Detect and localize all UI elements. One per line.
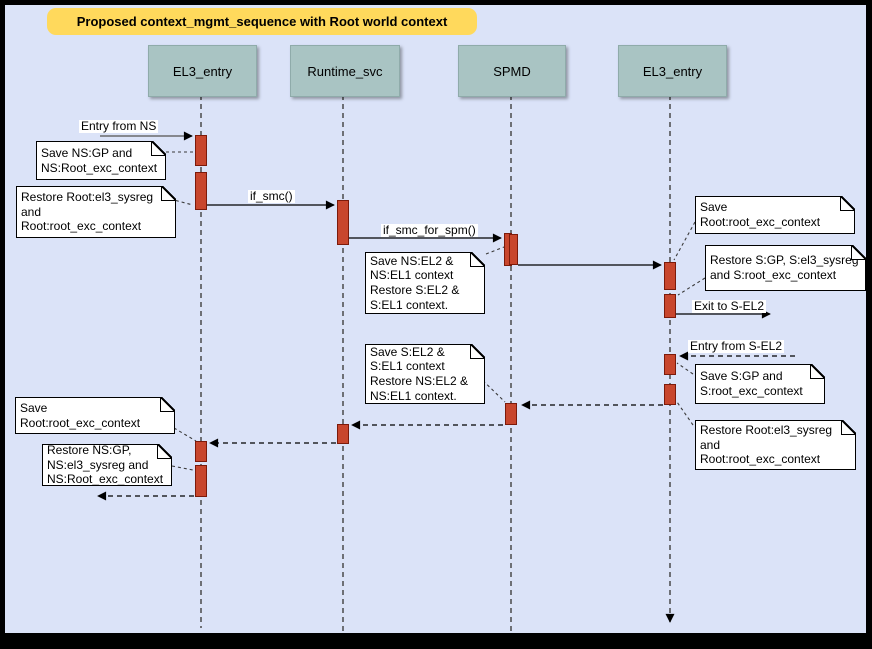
note-text: Restore NS:GP, NS:el3_sysreg and NS:Root… (47, 443, 164, 487)
note-save-ns-context: Save NS:GP and NS:Root_exc_context (36, 141, 166, 180)
note-text: Save Root:root_exc_context (700, 200, 821, 229)
message-label-entry-from-s-el2: Entry from S-EL2 (688, 339, 785, 353)
message-label-entry-from-ns: Entry from NS (79, 119, 159, 133)
note-text: Save S:GP and S:root_exc_context (700, 369, 803, 398)
diagram-title: Proposed context_mgmt_sequence with Root… (47, 8, 477, 35)
note-fold-icon (160, 397, 175, 412)
message-label-if-smc-for-spm: if_smc_for_spm() (381, 223, 478, 237)
activation-bar (195, 441, 207, 462)
lifeline-header-spmd: SPMD (458, 45, 566, 97)
note-text: Restore S:GP, S:el3_sysreg and S:root_ex… (710, 253, 859, 282)
note-connector (173, 427, 197, 442)
note-fold-icon (470, 344, 485, 359)
note-text: Restore Root:el3_sysreg and Root:root_ex… (700, 423, 833, 467)
activation-bar (505, 403, 517, 425)
note-text: Save Root:root_exc_context (20, 400, 141, 430)
diagram-canvas (5, 5, 866, 633)
activation-bar (195, 465, 207, 497)
activation-bar (509, 234, 518, 265)
note-connector (676, 401, 694, 426)
note-restore-root-sysreg: Restore Root:el3_sysreg and Root:root_ex… (695, 420, 856, 470)
note-save-s-el2-restore-ns: Save S:EL2 & S:EL1 context Restore NS:EL… (365, 344, 485, 404)
note-fold-icon (851, 245, 866, 260)
note-fold-icon (840, 196, 855, 211)
activation-bar (664, 294, 676, 318)
note-fold-icon (161, 186, 176, 201)
note-connector (673, 221, 696, 261)
note-save-root-exc-2: Save Root:root_exc_context (15, 397, 175, 434)
activation-bar (337, 200, 349, 245)
note-connector (676, 362, 694, 375)
activation-bar (195, 172, 207, 210)
note-save-ns-el2-restore-s: Save NS:EL2 & NS:EL1 context Restore S:E… (365, 252, 485, 314)
note-save-root-exc: Save Root:root_exc_context (695, 196, 855, 234)
note-restore-ns-gp: Restore NS:GP, NS:el3_sysreg and NS:Root… (42, 443, 172, 487)
note-connector (485, 246, 505, 255)
message-label-exit-to-s-el2: Exit to S-EL2 (692, 299, 767, 313)
note-restore-root-context: Restore Root:el3_sysreg and Root:root_ex… (16, 186, 176, 238)
note-fold-icon (157, 444, 172, 459)
activation-bar (664, 354, 676, 375)
message-label-if-smc: if_smc() (248, 189, 295, 203)
note-save-s-gp: Save S:GP and S:root_exc_context (695, 364, 825, 404)
note-connector (169, 198, 194, 206)
activation-bar (337, 424, 349, 444)
note-connector (171, 465, 194, 471)
lifeline-header-runtime-svc: Runtime_svc (290, 45, 400, 97)
note-fold-icon (810, 364, 825, 379)
note-connector (677, 277, 706, 296)
lifeline-header-el3-entry-right: EL3_entry (618, 45, 727, 97)
note-restore-s-gp: Restore S:GP, S:el3_sysreg and S:root_ex… (705, 245, 866, 291)
activation-bar (195, 135, 207, 166)
note-text: Save NS:GP and NS:Root_exc_context (41, 145, 158, 175)
note-fold-icon (841, 420, 856, 435)
note-fold-icon (470, 252, 485, 267)
lifeline-header-el3-entry-left: EL3_entry (148, 45, 257, 97)
note-text: Restore Root:el3_sysreg and Root:root_ex… (21, 190, 154, 234)
note-fold-icon (151, 141, 166, 156)
activation-bar (664, 262, 676, 290)
activation-bar (664, 384, 676, 405)
note-text: Save NS:EL2 & NS:EL1 context Restore S:E… (370, 253, 460, 312)
note-text: Save S:EL2 & S:EL1 context Restore NS:EL… (370, 344, 469, 403)
